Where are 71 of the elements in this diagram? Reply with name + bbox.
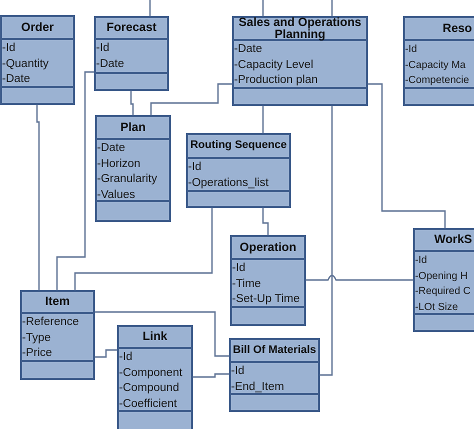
connector-line xyxy=(56,71,94,290)
connector-line xyxy=(150,83,232,115)
attribute-text: -Opening H xyxy=(415,270,468,284)
attribute-text: -Capacity Level xyxy=(234,58,314,72)
attribute-text: -Compound xyxy=(119,381,180,396)
connector-line xyxy=(74,208,213,290)
attribute-text: -LOt Size xyxy=(415,300,458,314)
attribute-text: -Component xyxy=(119,366,182,380)
connector-line xyxy=(36,105,40,290)
connector-line xyxy=(95,311,229,357)
attribute-text: -Time xyxy=(232,276,261,292)
class-box xyxy=(403,16,474,106)
class-box xyxy=(186,133,291,208)
class-box xyxy=(0,15,75,105)
class-name: WorkS xyxy=(434,234,472,246)
attribute-text: -Reference xyxy=(22,315,79,330)
class-name: Routing Sequence xyxy=(190,140,287,152)
connector-line xyxy=(368,83,446,228)
connector-line xyxy=(262,0,264,16)
class-box xyxy=(95,115,171,222)
attribute-text: -Operations_list xyxy=(188,176,269,190)
attribute-text: -Competencie xyxy=(405,74,470,88)
connector-line xyxy=(306,274,413,281)
class-name: Order xyxy=(21,22,54,34)
attribute-text: -Date xyxy=(234,42,262,57)
class-name: Operation xyxy=(240,242,296,254)
connector-line xyxy=(149,0,151,16)
connector-line xyxy=(331,0,333,16)
attribute-text: -Date xyxy=(2,72,30,87)
attribute-text: -Id xyxy=(232,261,246,276)
attribute-text: -Production plan xyxy=(234,73,318,88)
class-name: Plan xyxy=(120,122,146,134)
connector-line xyxy=(130,91,134,115)
class-box xyxy=(229,338,320,412)
class-name: Item xyxy=(45,296,70,308)
class-name: Forecast xyxy=(106,22,157,34)
attribute-text: -Id xyxy=(415,254,428,268)
connector-line xyxy=(262,106,264,133)
class-name: Link xyxy=(142,331,168,343)
attribute-text: -Capacity Ma xyxy=(405,58,466,72)
connector-line xyxy=(262,208,269,235)
class-name: Reso xyxy=(442,22,472,34)
class-box xyxy=(94,16,169,91)
attribute-text: -Price xyxy=(22,346,52,361)
attribute-text: -Set-Up Time xyxy=(232,292,300,307)
class-box xyxy=(413,228,474,332)
attribute-text: -Id xyxy=(96,41,110,56)
class-box xyxy=(232,16,368,106)
attribute-text: -Coefficient xyxy=(119,396,177,412)
class-name: Sales and Operations Planning xyxy=(238,17,362,40)
attribute-text: -Values xyxy=(97,188,136,202)
attribute-text: -Id xyxy=(119,350,132,365)
attribute-text: -Id xyxy=(2,41,16,56)
attribute-text: -Id xyxy=(405,43,418,57)
connector-line xyxy=(95,349,117,358)
attribute-text: -Horizon xyxy=(97,156,140,172)
connector-line xyxy=(193,373,229,378)
attribute-text: -End_Item xyxy=(231,380,284,394)
attribute-text: -Date xyxy=(96,56,124,72)
attribute-text: -Type xyxy=(22,330,51,346)
attribute-text: -Date xyxy=(97,141,126,156)
class-box xyxy=(117,325,193,429)
class-box xyxy=(20,290,95,380)
attribute-text: -Quantity xyxy=(2,56,49,72)
attribute-text: -Id xyxy=(231,364,244,379)
class-box xyxy=(230,235,306,326)
attribute-text: -Required C xyxy=(415,285,471,299)
connector-line xyxy=(320,106,333,376)
attribute-text: -Id xyxy=(188,160,202,175)
attribute-text: -Granularity xyxy=(97,172,158,187)
class-name: Bill Of Materials xyxy=(232,344,316,356)
